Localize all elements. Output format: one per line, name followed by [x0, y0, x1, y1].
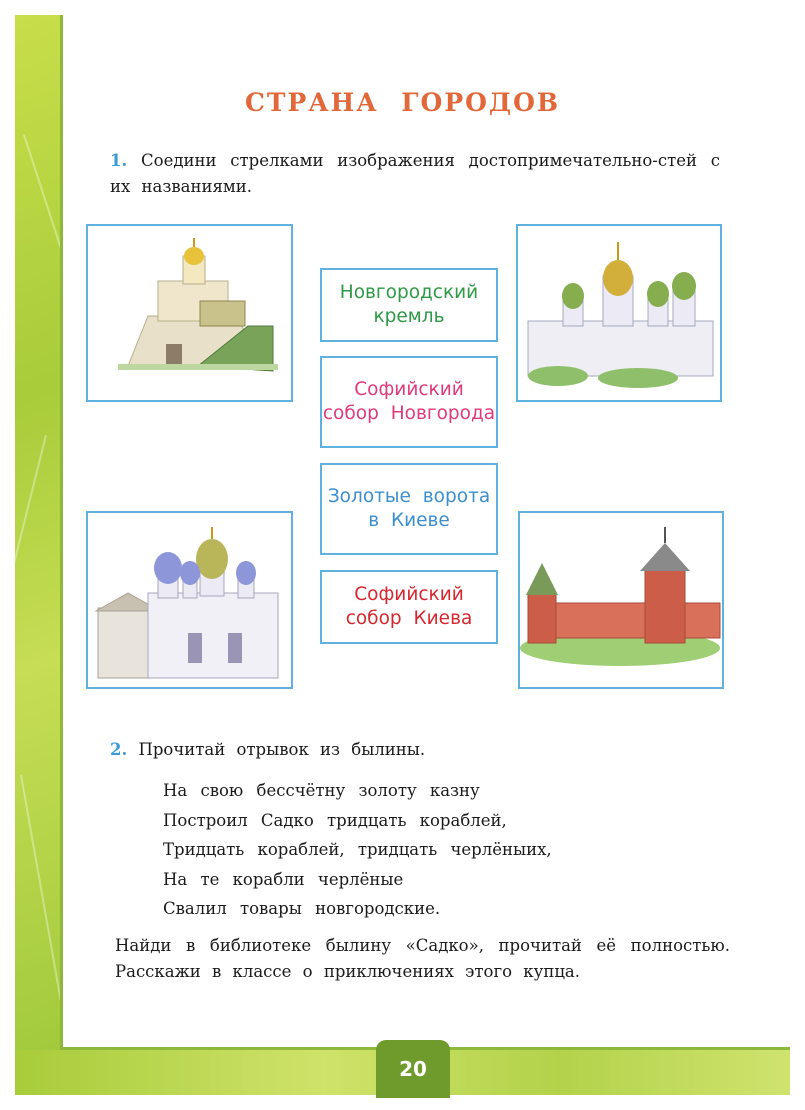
kiev-sofia-picture[interactable] [86, 511, 293, 689]
page-title: СТРАНА ГОРОДОВ [244, 88, 561, 117]
page-frame-left [0, 15, 87, 1095]
novgorod-sofia-illustration [527, 242, 714, 388]
task-2-number: 2. [110, 740, 128, 759]
task-2: 2. Прочитай отрывок из былины. [110, 737, 720, 763]
label-kiev-sofia[interactable]: Софийский собор Киева [320, 570, 498, 644]
page-number: 20 [399, 1057, 427, 1081]
novgorod-sofia-picture[interactable] [516, 224, 722, 402]
task-1-text: Соедини стрелками изображения достоприме… [110, 151, 720, 196]
kiev-sofia-illustration [94, 527, 279, 679]
poem-line: На те корабли черлёные [163, 869, 404, 889]
golden-gate-picture[interactable] [86, 224, 293, 402]
label-text: Софийский собор Новгорода [322, 379, 496, 424]
leaf-decoration [0, 435, 47, 688]
poem-line: На свою бессчётну золоту казну [163, 781, 480, 800]
golden-gate-illustration [118, 238, 278, 372]
leaf-decoration [20, 774, 64, 1012]
label-text: Софийский собор Киева [345, 584, 473, 629]
poem-line: Тридцать кораблей, тридцать черлёныих, [163, 840, 552, 859]
instruction-paragraph: Найди в библиотеке былину «Садко», прочи… [115, 936, 730, 981]
poem-excerpt: На свою бессчётну золоту казну Построил … [163, 776, 552, 924]
label-novgorod-sofia[interactable]: Софийский собор Новгорода [320, 356, 498, 448]
page-number-tab: 20 [376, 1040, 450, 1098]
label-golden-gate[interactable]: Золотые ворота в Киеве [320, 463, 498, 555]
task-2-text: Прочитай отрывок из былины. [138, 740, 426, 759]
task-1: 1. Соедини стрелками изображения достопр… [110, 148, 720, 200]
poem-line: Свалил товары новгородские. [163, 899, 441, 918]
label-text: Золотые ворота в Киеве [327, 486, 491, 531]
novgorod-kremlin-illustration [520, 527, 721, 666]
task-1-number: 1. [110, 151, 128, 170]
poem-line: Построил Садко тридцать кораблей, [163, 810, 507, 830]
label-text: Новгородский кремль [339, 282, 479, 327]
label-novgorod-kremlin[interactable]: Новгородский кремль [320, 268, 498, 342]
novgorod-kremlin-picture[interactable] [518, 511, 724, 689]
